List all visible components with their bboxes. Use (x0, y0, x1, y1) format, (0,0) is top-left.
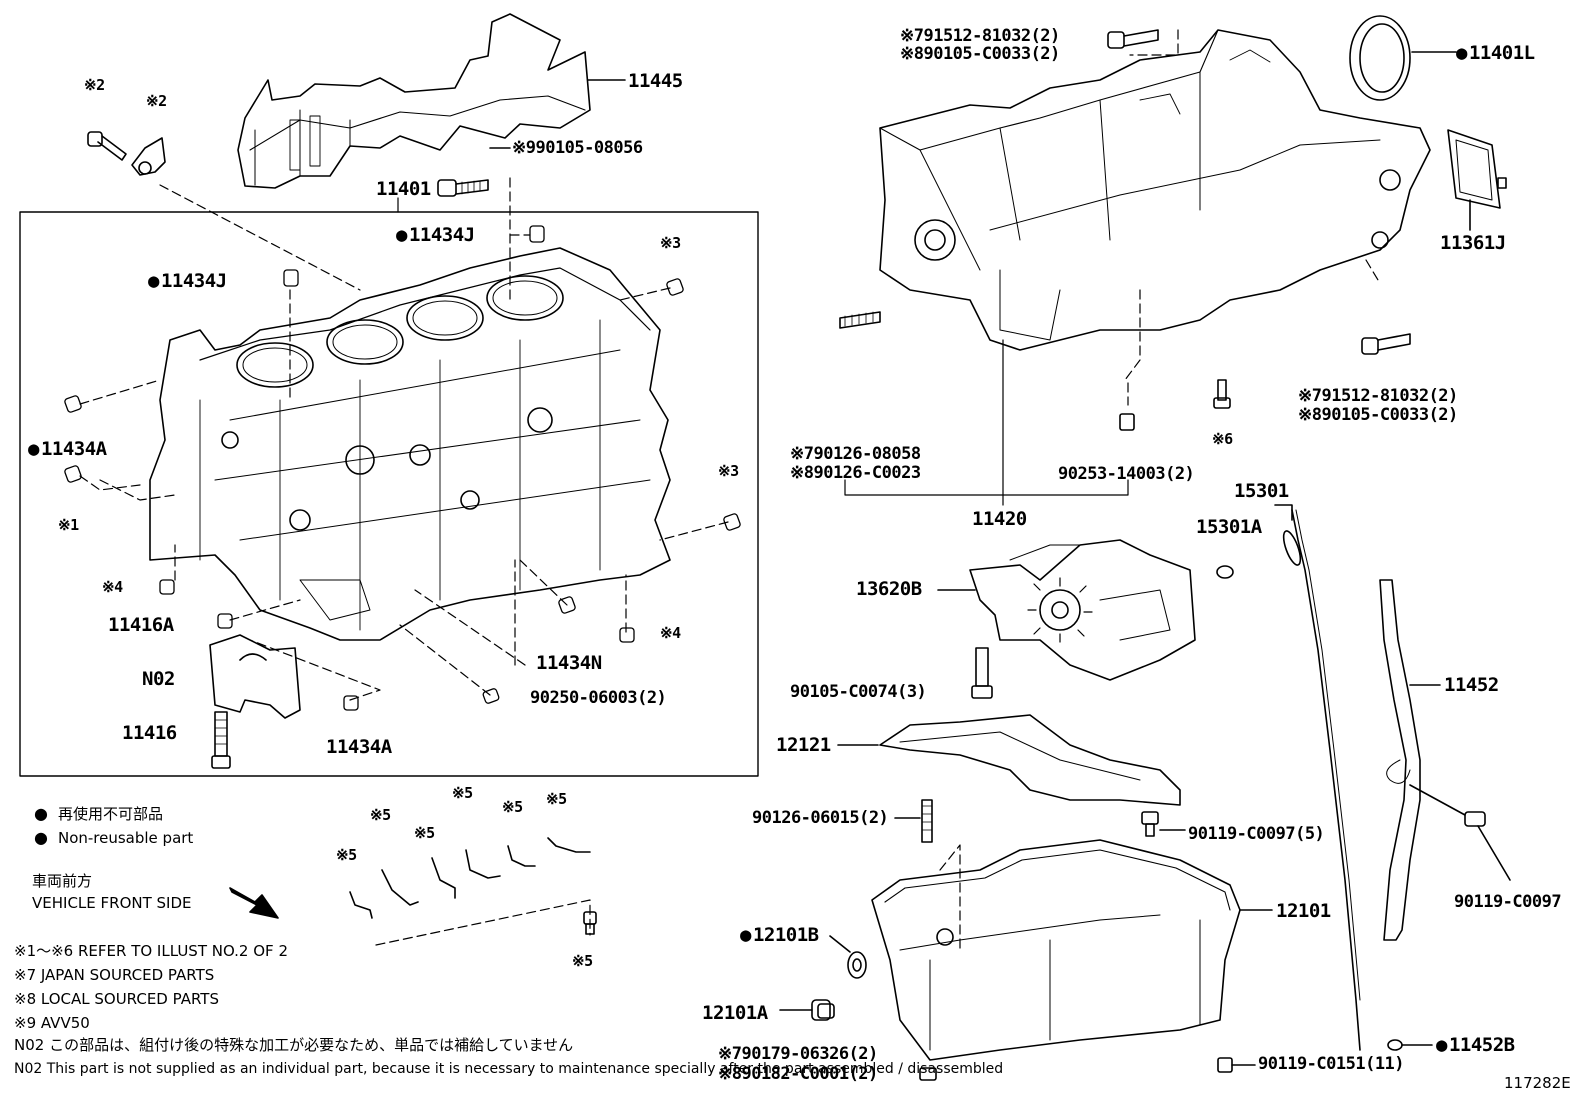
note-5: N02 この部品は、組付け後の特殊な加工が必要なため、単品では補給していません (14, 1036, 574, 1054)
callout-11452: 11452 (1444, 674, 1499, 696)
callout-11434A-bottom: 11434A (326, 736, 392, 758)
bolt-bracket-mark2 (87, 131, 166, 176)
mark-5-1: ※5 (336, 846, 357, 864)
oil-pump-13620B (937, 539, 1196, 699)
note-4: ※9 AVV50 (14, 1014, 90, 1032)
gasket-12101B (829, 935, 867, 979)
insulator-11445 (237, 13, 626, 189)
oil-pan-lower-12101 (871, 839, 1273, 1061)
callout-90105-08056: ※990105-08056 (512, 138, 643, 158)
legend-front-en: VEHICLE FRONT SIDE (32, 894, 192, 912)
legend-non-reusable-jp: 再使用不可部品 (34, 806, 163, 822)
mark-5-3: ※5 (414, 824, 435, 842)
note-3: ※8 LOCAL SOURCED PARTS (14, 990, 219, 1008)
mark-4b: ※4 (660, 624, 681, 642)
diagram-id-code: 117282E (1504, 1074, 1571, 1092)
callout-11401L: 11401L (1456, 44, 1535, 63)
callout-91512-right: ※791512-81032(2) (1298, 386, 1458, 406)
callout-90253: 90253-14003(2) (1058, 464, 1195, 484)
mark-5-4: ※5 (452, 784, 473, 802)
legend-front-jp: 車両前方 (32, 872, 93, 890)
callout-90105-C0033-right: ※890105-C0033(2) (1298, 405, 1458, 425)
oil-seal-11401L (1349, 15, 1457, 101)
callout-11434J-a: 11434J (396, 226, 475, 245)
oil-pan-upper-11420 (879, 29, 1431, 506)
callout-90182: ※890182-C0001(2) (718, 1064, 878, 1084)
callout-15301A: 15301A (1196, 516, 1262, 538)
mark-4a: ※4 (102, 578, 123, 596)
callout-90126-08058: ※790126-08058 (790, 444, 921, 464)
note-2: ※7 JAPAN SOURCED PARTS (14, 966, 215, 984)
callout-90119-C0097-5: 90119-C0097(5) (1188, 824, 1325, 844)
mark-2a: ※2 (84, 76, 105, 94)
bracket-11420 (844, 479, 1129, 496)
gasket-11361J (1447, 129, 1507, 231)
drain-plug-12101A (779, 999, 835, 1021)
callout-12101B: 12101B (740, 926, 819, 945)
callout-12101A: 12101A (702, 1002, 768, 1024)
callout-N02: N02 (142, 668, 175, 690)
mark-1: ※1 (58, 516, 79, 534)
cylinder-block-11401 (149, 247, 671, 641)
callout-13620B: 13620B (856, 578, 922, 600)
callout-11416: 11416 (122, 722, 177, 744)
bolts-11420 (839, 29, 1411, 431)
legend-non-reusable-en: Non-reusable part (34, 830, 193, 846)
callout-91512-top: ※791512-81032(2) (900, 26, 1060, 46)
callout-90250: 90250-06003(2) (530, 688, 667, 708)
callout-90119-C0151: 90119-C0151(11) (1258, 1054, 1405, 1074)
stud-90126-06015 (894, 799, 933, 843)
bolt-90105-08056 (437, 147, 511, 197)
dipstick-guide-11452 (1379, 579, 1511, 1051)
vehicle-front-arrow (229, 887, 279, 919)
callout-11361J: 11361J (1440, 232, 1506, 254)
callout-11445: 11445 (628, 70, 683, 92)
dowel-pins (64, 225, 741, 711)
callout-90126-06015: 90126-06015(2) (752, 808, 889, 828)
callout-90105-C0074: 90105-C0074(3) (790, 682, 927, 702)
mark-5-7: ※5 (572, 952, 593, 970)
callout-11401: 11401 (376, 178, 431, 200)
callout-11452B: 11452B (1436, 1036, 1515, 1055)
dipstick-15301 (1216, 504, 1361, 1051)
bolt-90119-C0097-5 (1141, 811, 1186, 837)
callout-90105-C0033-top: ※890105-C0033(2) (900, 44, 1060, 64)
mark-2b: ※2 (146, 92, 167, 110)
oil-jets (349, 837, 597, 935)
callout-15301: 15301 (1234, 480, 1289, 502)
callout-11434N: 11434N (536, 652, 602, 674)
callout-90119-C0097: 90119-C0097 (1454, 892, 1562, 912)
mark-5-2: ※5 (370, 806, 391, 824)
callout-11434A-left: 11434A (28, 440, 107, 459)
nuts-bottom (919, 1057, 1256, 1081)
mark-3b: ※3 (718, 462, 739, 480)
callout-11416A: 11416A (108, 614, 174, 636)
callout-90126-C0023: ※890126-C0023 (790, 463, 921, 483)
mark-3a: ※3 (660, 234, 681, 252)
note-1: ※1～※6 REFER TO ILLUST NO.2 OF 2 (14, 942, 288, 960)
block-assembly-frame (19, 211, 759, 777)
mark-5-5: ※5 (502, 798, 523, 816)
mark-6: ※6 (1212, 430, 1233, 448)
callout-12101: 12101 (1276, 900, 1331, 922)
note-6: N02 This part is not supplied as an indi… (14, 1061, 1004, 1077)
callout-12121: 12121 (776, 734, 831, 756)
leader-lines (79, 29, 1379, 951)
mark-5-6: ※5 (546, 790, 567, 808)
baffle-plate-12121 (837, 714, 1181, 806)
bearing-cap-N02 (209, 634, 301, 769)
callout-11434J-b: 11434J (148, 272, 227, 291)
callout-11420: 11420 (972, 508, 1027, 530)
callout-90179: ※790179-06326(2) (718, 1044, 878, 1064)
